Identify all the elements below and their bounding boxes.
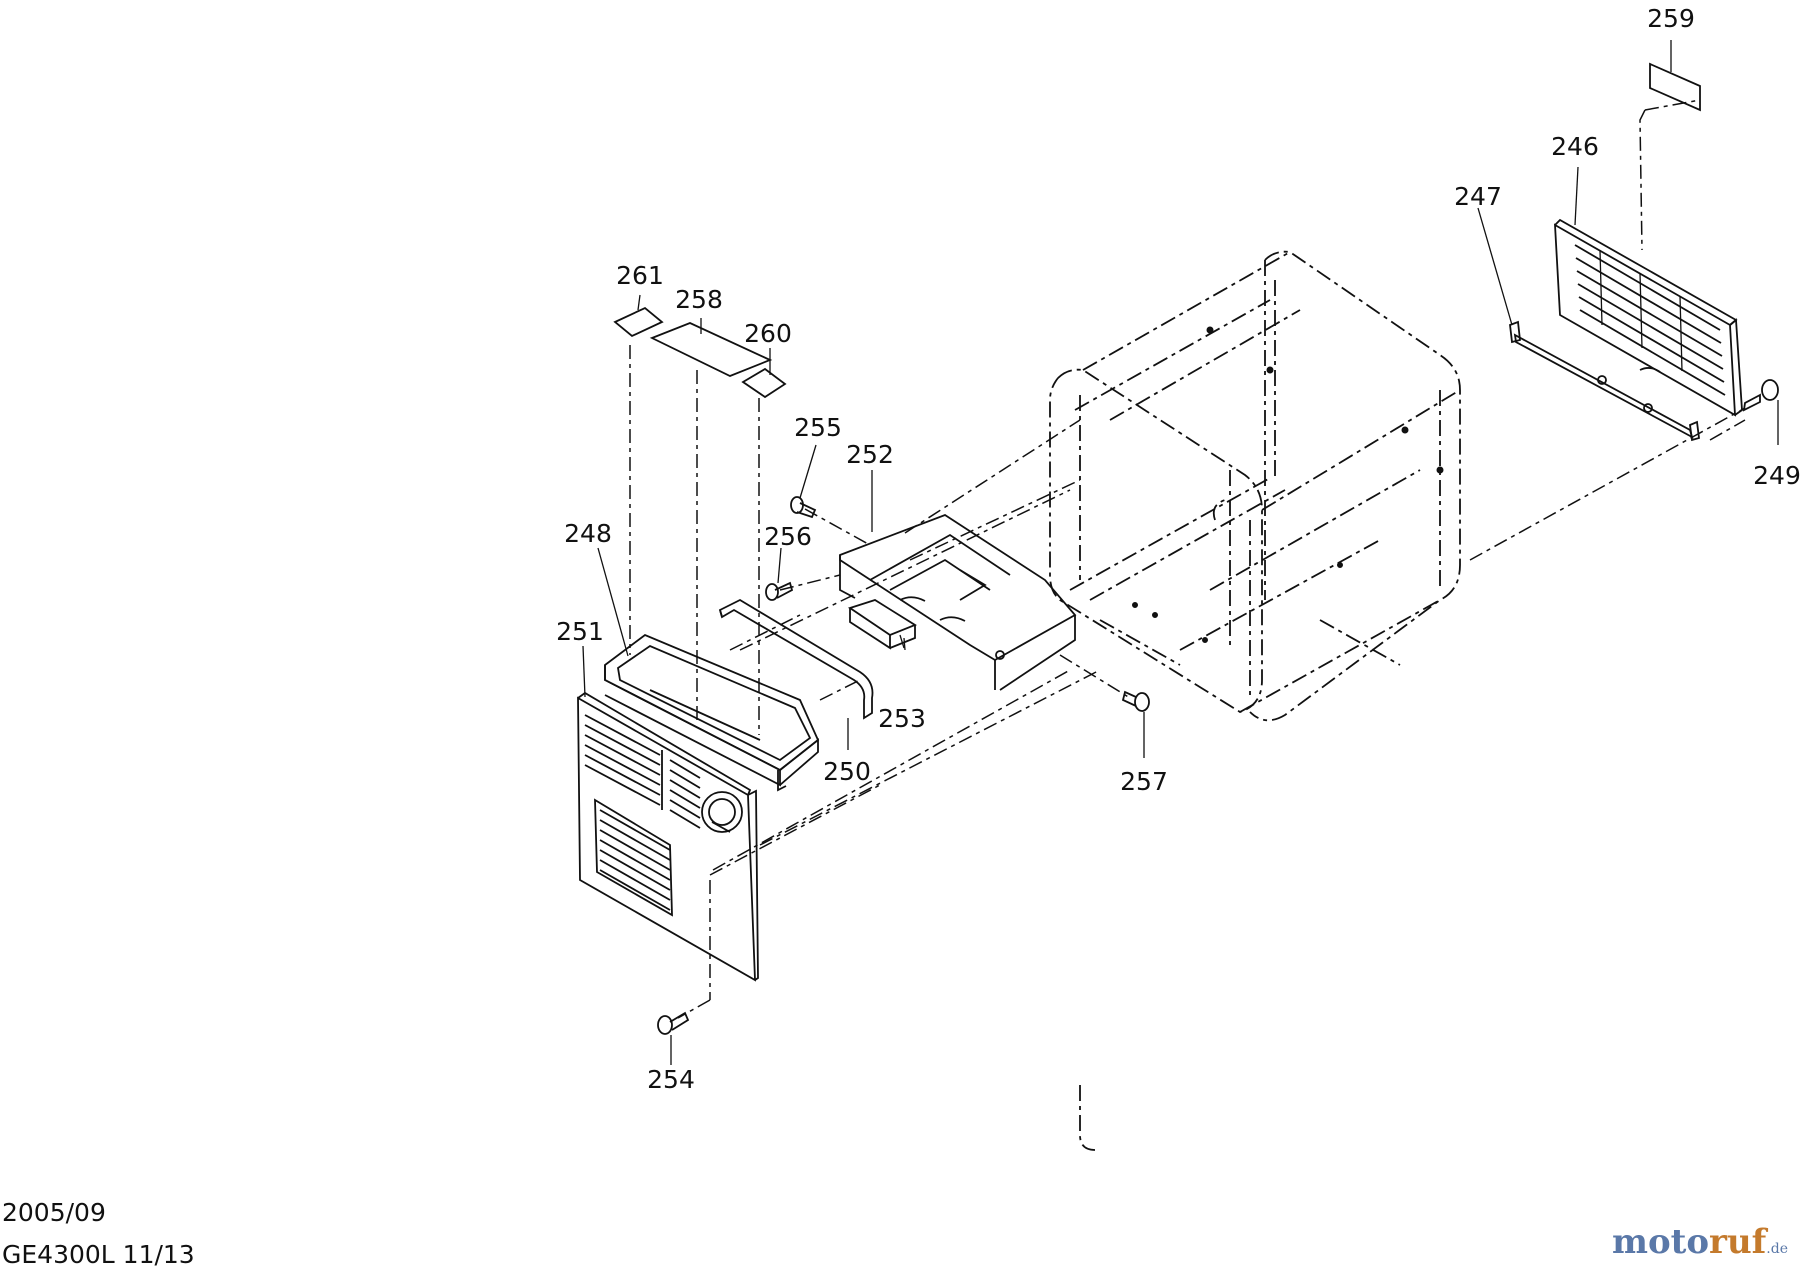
watermark-accent: ruf: [1709, 1222, 1767, 1262]
label-261: [613, 306, 664, 338]
screw-249: [1742, 379, 1779, 412]
callout-251: 251: [556, 617, 604, 646]
screw-257: [1121, 690, 1150, 712]
callout-261: 261: [616, 261, 664, 290]
watermark-logo: motoruf.de: [1612, 1222, 1788, 1262]
label-259: [1649, 62, 1701, 112]
cover-252: [839, 513, 1077, 691]
callout-255: 255: [794, 413, 842, 442]
callout-247: 247: [1454, 182, 1502, 211]
label-260: [741, 367, 787, 399]
callout-253: 253: [878, 704, 926, 733]
part-callouts: 259 246 247 249 261 258 260 255 252 256 …: [556, 4, 1800, 1094]
front-panel-251: [577, 691, 759, 982]
callout-250: 250: [823, 757, 871, 786]
callout-249: 249: [1753, 461, 1800, 490]
callout-252: 252: [846, 440, 894, 469]
callout-246: 246: [1551, 132, 1599, 161]
rear-panel-246: [1509, 218, 1743, 442]
callout-254: 254: [647, 1065, 695, 1094]
screw-254: [657, 1011, 690, 1035]
footer-model-code: GE4300L 11/13: [2, 1240, 195, 1269]
screw-255: [790, 496, 817, 519]
callout-259: 259: [1647, 4, 1695, 33]
callout-256: 256: [764, 522, 812, 551]
watermark-tld: .de: [1766, 1241, 1788, 1257]
callout-248: 248: [564, 519, 612, 548]
frame-outline: [1049, 250, 1461, 1151]
panel-248: [604, 633, 820, 792]
leader-lines: [582, 40, 1779, 1065]
callout-260: 260: [744, 319, 792, 348]
pad-253: [847, 599, 917, 650]
callout-257: 257: [1120, 767, 1168, 796]
watermark-main: moto: [1611, 1222, 1710, 1262]
callout-258: 258: [675, 285, 723, 314]
screw-256: [765, 581, 794, 601]
footer-date: 2005/09: [2, 1198, 106, 1227]
assembly-lines: [629, 99, 1746, 1019]
